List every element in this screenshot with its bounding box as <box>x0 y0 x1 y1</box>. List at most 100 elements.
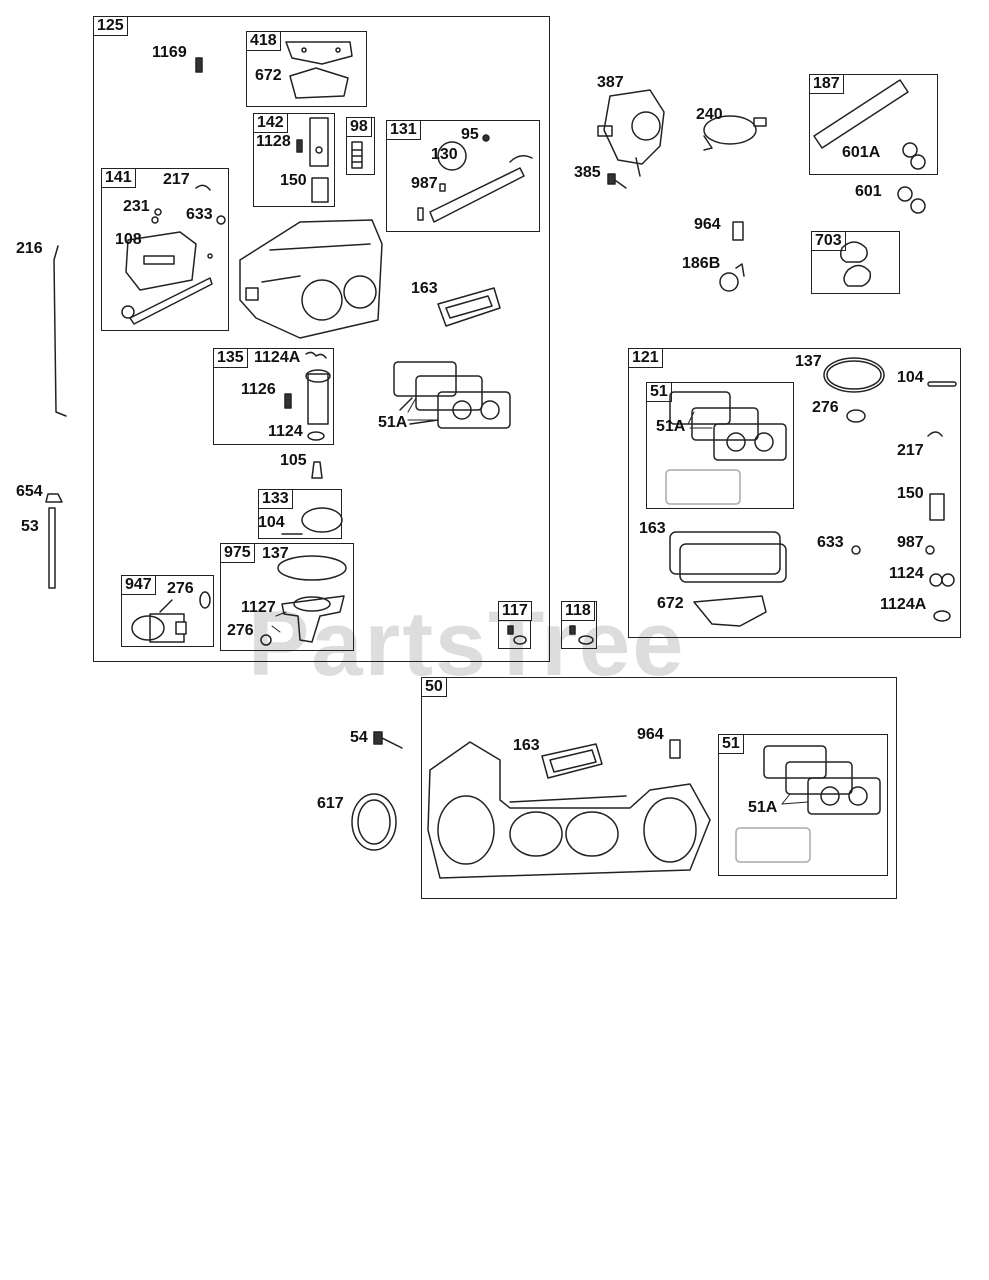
pin-104-right-drawing <box>927 381 957 387</box>
screw-1169-drawing <box>195 57 203 73</box>
label-163: 163 <box>513 737 540 754</box>
label-51A: 51A <box>656 418 686 435</box>
label-130: 130 <box>431 146 458 163</box>
gasket-672-right-drawing <box>693 595 767 627</box>
fuel-filter-240-drawing <box>703 115 767 151</box>
gaskets-51A-lower-drawing <box>735 745 881 863</box>
box-50: 50 <box>421 677 897 899</box>
label-163: 163 <box>411 280 438 297</box>
label-672: 672 <box>657 595 684 612</box>
label-617: 617 <box>317 795 344 812</box>
gasket-672-drawing <box>285 41 353 99</box>
box-label-125: 125 <box>93 16 128 36</box>
box-187: 187 <box>809 74 938 175</box>
box-label-98: 98 <box>346 117 372 137</box>
label-186B: 186B <box>682 255 721 272</box>
gaskets-51A-right-drawing <box>665 391 787 505</box>
fuel-hose-187-drawing <box>813 79 926 170</box>
gaskets-51A-upper-drawing <box>393 361 511 429</box>
label-1124A: 1124A <box>254 349 301 366</box>
box-50-51: 51 <box>718 734 888 876</box>
box-label-121: 121 <box>628 348 663 368</box>
retainer-1124-right-drawing <box>929 573 955 587</box>
label-216: 216 <box>16 240 43 257</box>
box-118: 118 <box>561 601 597 649</box>
seal-276-right-drawing <box>846 409 866 423</box>
rod-216-drawing <box>53 245 67 417</box>
label-217: 217 <box>897 442 924 459</box>
label-1124A: 1124A <box>880 596 927 613</box>
label-53: 53 <box>21 518 39 535</box>
label-1124: 1124 <box>268 423 303 440</box>
needle-105-drawing <box>311 461 323 479</box>
label-987: 987 <box>897 534 924 551</box>
fitting-186B-drawing <box>719 263 745 292</box>
gasket-163-upper-drawing <box>437 287 501 327</box>
label-601: 601 <box>855 183 882 200</box>
label-150: 150 <box>897 485 924 502</box>
label-95: 95 <box>461 126 479 143</box>
box-117: 117 <box>498 601 532 649</box>
box-label-135: 135 <box>213 348 248 368</box>
kit-117-drawing <box>507 625 527 645</box>
label-654: 654 <box>16 483 43 500</box>
label-385: 385 <box>574 164 601 181</box>
label-163: 163 <box>639 520 666 537</box>
label-104: 104 <box>258 514 285 531</box>
box-label-142: 142 <box>253 113 288 133</box>
intake-manifold-50-drawing <box>427 741 711 879</box>
box-label-50-51: 51 <box>718 734 744 754</box>
o-ring-137-right-drawing <box>823 357 885 393</box>
screw-385-drawing <box>607 173 627 189</box>
label-231: 231 <box>123 198 150 215</box>
solenoid-947-drawing <box>131 591 211 643</box>
retainer-1124A-right-drawing <box>933 610 951 622</box>
plate-150-right-drawing <box>929 493 945 521</box>
gaskets-163-right-drawing <box>669 531 787 583</box>
label-276: 276 <box>812 399 839 416</box>
label-105: 105 <box>280 452 307 469</box>
choke-plate-141-drawing <box>121 184 226 325</box>
box-125: 125 <box>93 16 550 662</box>
box-label-418: 418 <box>246 31 281 51</box>
label-217: 217 <box>163 171 190 188</box>
clamp-601-drawing <box>897 186 926 214</box>
kit-118-drawing <box>569 625 594 645</box>
label-1127: 1127 <box>241 599 276 616</box>
label-1169: 1169 <box>152 44 187 61</box>
label-601A: 601A <box>842 144 881 161</box>
label-137: 137 <box>262 545 289 562</box>
box-label-133: 133 <box>258 489 293 509</box>
label-1128: 1128 <box>256 133 291 150</box>
label-137: 137 <box>795 353 822 370</box>
box-label-187: 187 <box>809 74 844 94</box>
label-672: 672 <box>255 67 282 84</box>
box-label-118: 118 <box>561 601 595 621</box>
box-label-975: 975 <box>220 543 255 563</box>
box-label-50: 50 <box>421 677 447 697</box>
label-1126: 1126 <box>241 381 276 398</box>
dowel-964-drawing <box>732 221 744 241</box>
label-51A: 51A <box>378 414 408 431</box>
bowl-133-drawing <box>281 507 343 535</box>
plate-1128-drawing <box>296 117 329 203</box>
box-133: 133 <box>258 489 342 539</box>
label-51A: 51A <box>748 799 778 816</box>
label-54: 54 <box>350 729 368 746</box>
label-633: 633 <box>817 534 844 551</box>
label-1124: 1124 <box>889 565 924 582</box>
spring-98-drawing <box>351 141 363 169</box>
box-703: 703 <box>811 231 900 294</box>
bolt-54-drawing <box>373 731 403 749</box>
label-633: 633 <box>186 206 213 223</box>
label-276: 276 <box>167 580 194 597</box>
ring-987-right-drawing <box>925 545 935 555</box>
box-141: 141 <box>101 168 229 331</box>
carburetor-body-drawing <box>239 219 383 339</box>
leader-lines <box>271 397 809 805</box>
bolt-654-53-drawing <box>45 493 63 589</box>
box-label-141: 141 <box>101 168 136 188</box>
ring-617-drawing <box>351 793 397 851</box>
box-label-947: 947 <box>121 575 156 595</box>
